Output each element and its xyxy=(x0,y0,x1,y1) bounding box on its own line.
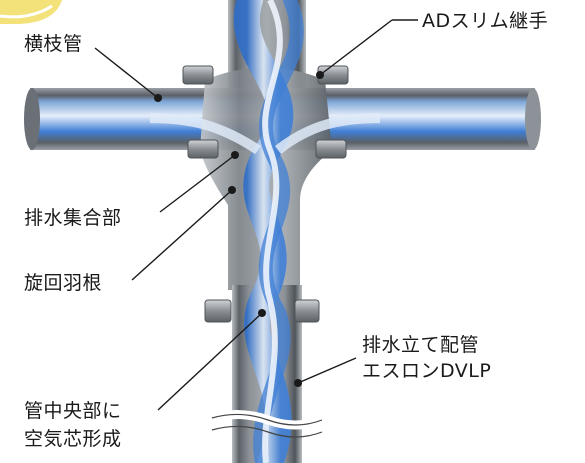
corner-badge xyxy=(0,0,62,24)
label-swirl-vane: 旋回羽根 xyxy=(24,272,103,294)
leader-lines xyxy=(94,19,418,411)
label-horizontal-branch: 横枝管 xyxy=(24,33,83,55)
label-air-core-line1: 管中央部に xyxy=(24,400,122,422)
label-ad-slim-joint: ADスリム継手 xyxy=(422,10,549,32)
label-drain-stack-line1: 排水立て配管 xyxy=(362,334,480,356)
leader-dots xyxy=(154,71,324,387)
water-swirl xyxy=(233,0,294,463)
label-drain-merge: 排水集合部 xyxy=(24,207,122,229)
label-drain-stack-line2: エスロンDVLP xyxy=(362,360,492,382)
label-air-core-line2: 空気芯形成 xyxy=(24,428,122,450)
